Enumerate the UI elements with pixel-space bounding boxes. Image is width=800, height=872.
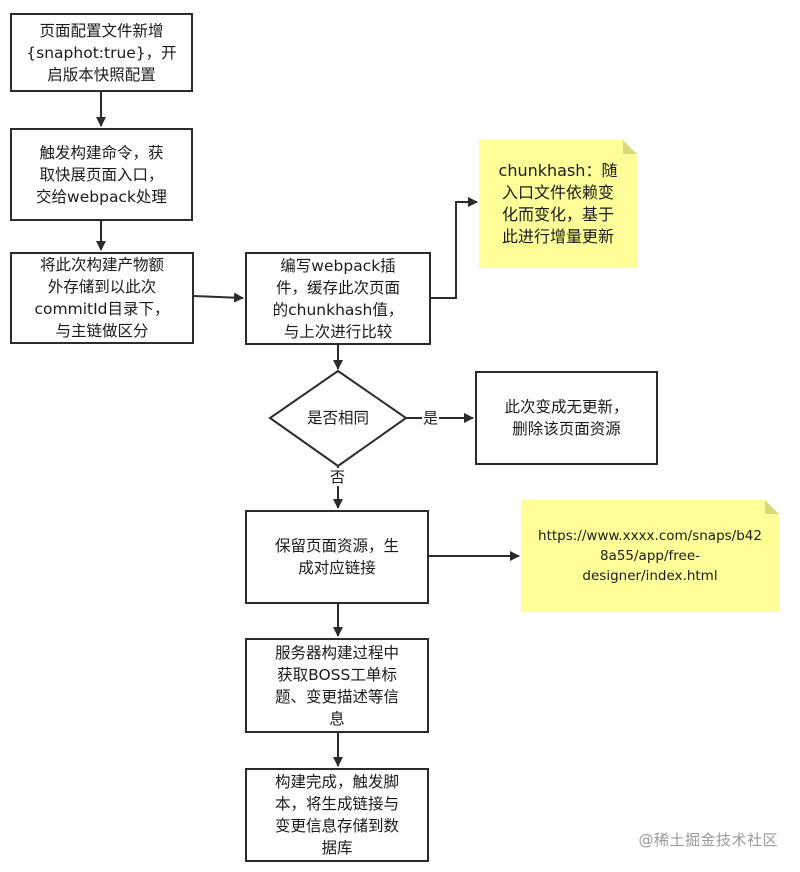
edge-label-yes: 是 <box>422 409 440 427</box>
step-build-complete: 构建完成，触发脚 本，将生成链接与 变更信息存储到数 据库 <box>245 768 429 862</box>
edge-n4-note1 <box>431 197 478 299</box>
step-webpack-plugin: 编写webpack插 件，缓存此次页面 的chunkhash值， 与上次进行比较 <box>245 252 431 345</box>
step-store-build-output: 将此次构建产物额 外存储到以此次 commitId目录下， 与主链做区分 <box>10 252 194 344</box>
watermark: @稀土掘金技术社区 <box>638 831 778 849</box>
note-chunkhash-text: chunkhash：随 入口文件依赖变 化而变化，基于 此进行增量更新 <box>498 161 618 246</box>
edge-label-no: 否 <box>329 468 347 486</box>
decision-label: 是否相同 <box>306 409 369 427</box>
step-fetch-boss-ticket: 服务器构建过程中 获取BOSS工单标 题、变更描述等信 息 <box>245 638 429 733</box>
step-enable-snapshot-config: 页面配置文件新增 {snaphot:true}，开 启版本快照配置 <box>10 13 193 92</box>
note-chunkhash: chunkhash：随 入口文件依赖变 化而变化，基于 此进行增量更新 <box>479 140 637 268</box>
note-snapshot-url-text: https://www.xxxx.com/snaps/b42 8a55/app/… <box>538 528 762 584</box>
step-trigger-build: 触发构建命令，获 取快展页面入口， 交给webpack处理 <box>10 128 193 221</box>
note-snapshot-url: https://www.xxxx.com/snaps/b42 8a55/app/… <box>521 500 779 612</box>
decision-diamond <box>268 369 408 468</box>
step-keep-resources: 保留页面资源，生 成对应链接 <box>245 510 429 604</box>
step-no-update-delete: 此次变成无更新， 删除该页面资源 <box>475 371 658 465</box>
edge-n3-n4 <box>193 292 244 303</box>
